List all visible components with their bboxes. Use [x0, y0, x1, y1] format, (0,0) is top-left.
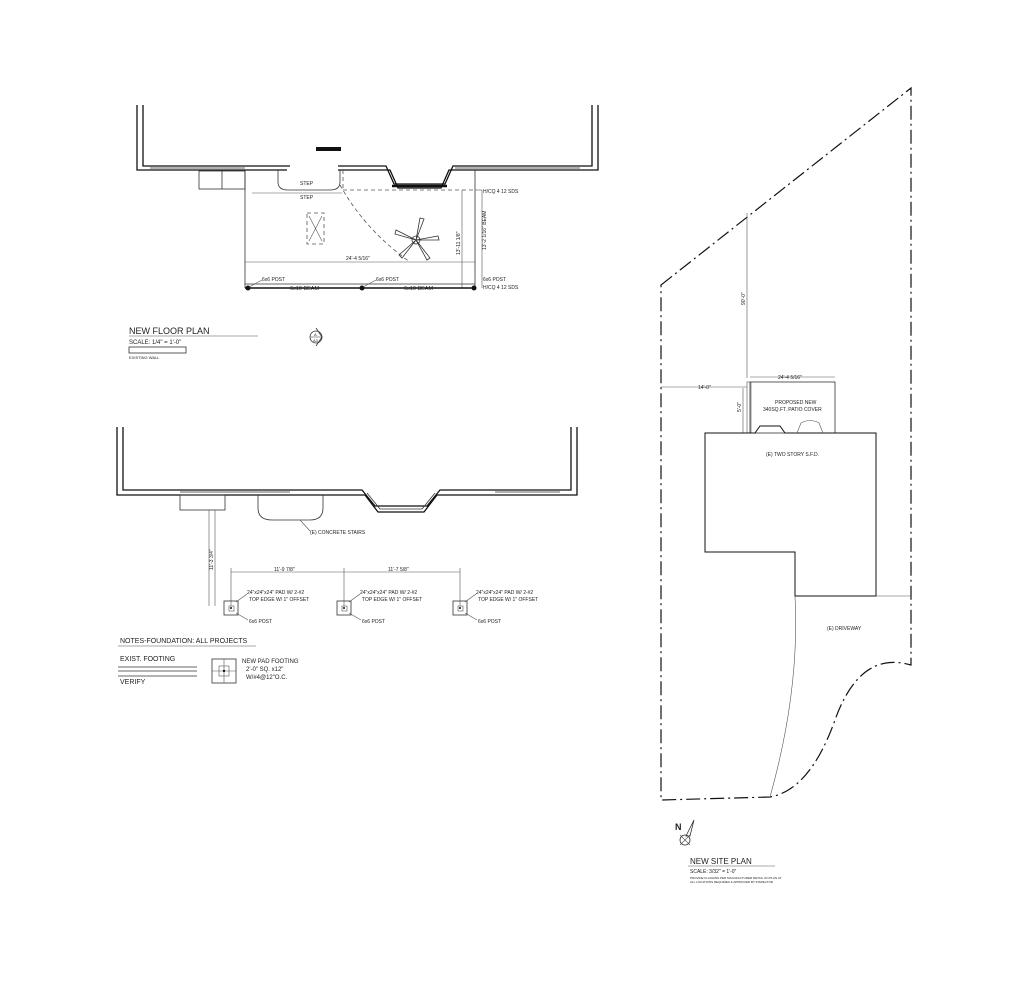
patio-outline — [244, 170, 476, 288]
site-plan: 90'-0" 14'-0" 5'-0" 24'-4 5/16" PROPOSED… — [660, 86, 912, 884]
setback-dimensions: 90'-0" 14'-0" 5'-0" 24'-4 5/16" — [661, 213, 835, 433]
patio-width-label: 24'-4 5/16" — [778, 375, 802, 381]
concrete-stairs-label: (E) CONCRETE STAIRS — [310, 530, 366, 536]
proposed-label-2: 340SQ.FT. PATIO COVER — [763, 407, 822, 413]
existing-wall-legend — [128, 346, 187, 354]
floor-plan-scale: SCALE: 1/4" = 1'-0" — [129, 340, 181, 346]
section-marker: A A3 — [309, 327, 323, 347]
setback-side-label: 14'-0" — [698, 385, 711, 391]
footing-1-post: 6x6 POST — [249, 619, 272, 625]
notes-title: NOTES-FOUNDATION: ALL PROJECTS — [120, 638, 248, 645]
post-right-label: 6x6 POST — [483, 277, 506, 283]
foundation-notes: NOTES-FOUNDATION: ALL PROJECTS EXIST. FO… — [118, 638, 299, 686]
foundation-equipment — [179, 494, 226, 511]
footing-1-label: 24"x24"x24" PAD W/ 2-#2 — [247, 590, 304, 596]
footing-2-label: 24"x24"x24" PAD W/ 2-#2 — [360, 590, 417, 596]
depth-dimensions: 13'-11 1/8" 13'-2 1/16" BEAM — [456, 190, 488, 288]
setback-small-label: 5'-0" — [737, 402, 743, 412]
step-label-upper: STEP — [300, 181, 314, 187]
floor-plan-title: NEW FLOOR PLAN — [129, 326, 210, 336]
beam-right-label: 6x10 BEAM — [404, 286, 433, 292]
new-pad-label-2: 2'-0" SQ. x12" — [246, 667, 283, 673]
footing-2-post: 6x6 POST — [362, 619, 385, 625]
overall-dim-label: 24'-4 5/16" — [346, 256, 370, 262]
site-plan-title: NEW SITE PLAN — [690, 857, 752, 866]
step-label-lower: STEP — [300, 195, 314, 201]
post-mid-marker — [359, 285, 365, 291]
skylight — [306, 212, 325, 245]
depth-dim-1: 13'-11 1/8" — [456, 231, 462, 255]
verify-label: VERIFY — [120, 679, 146, 686]
floor-plan: STEP STEP — [128, 105, 599, 360]
offset-dim-label: 11'-3 3/4" — [209, 549, 215, 570]
overall-dimension: 24'-4 5/16" — [244, 256, 476, 266]
setback-top-label: 90'-0" — [741, 292, 747, 305]
connector-top: H/CQ 4 12 SDS — [483, 189, 519, 195]
site-plan-note-2: ALL LOCATIONS REQUIRED & APPROVED BY INS… — [690, 880, 774, 884]
existing-house-wall — [136, 105, 599, 189]
beam-left-label: 6x10 BEAM — [290, 286, 319, 292]
existing-wall-legend-label: EXISTING WALL — [129, 355, 160, 360]
post-left-label: 6x6 POST — [262, 277, 285, 283]
post-right-marker — [471, 285, 477, 291]
section-marker-bottom: A3 — [313, 338, 319, 343]
offset-dimension: 11'-3 3/4" — [208, 510, 216, 606]
new-pad-footing-symbol — [211, 658, 237, 684]
footing-2: 24"x24"x24" PAD W/ 2-#2 TOP EDGE W/ 1" O… — [336, 590, 422, 625]
site-plan-note-1: PROVIDE FLASHING PER MANUFACTURER DETAIL… — [690, 876, 782, 880]
post-mid-label: 6x6 POST — [376, 277, 399, 283]
proposed-label-1: PROPOSED NEW — [775, 400, 817, 406]
section-marker-top: A — [314, 332, 317, 337]
foundation-house-wall — [116, 427, 578, 513]
north-label: N — [675, 822, 682, 832]
footing-3-label: 24"x24"x24" PAD W/ 2-#2 — [476, 590, 533, 596]
existing-house-footprint: (E) TWO STORY S.F.D. — [704, 420, 877, 597]
foundation-plan: (E) CONCRETE STAIRS 11'-3 3/4" 11'-9 7/8… — [116, 427, 578, 625]
ceiling-fan-icon — [394, 217, 440, 261]
concrete-stairs: (E) CONCRETE STAIRS — [257, 495, 366, 536]
connector-bottom: H/CQ 4 12 SDS — [483, 285, 519, 291]
property-line — [660, 86, 912, 801]
exist-footing-label: EXIST. FOOTING — [120, 656, 175, 663]
depth-dim-2: 13'-2 1/16" BEAM — [482, 211, 488, 250]
site-plan-scale: SCALE: 3/32" = 1'-0" — [690, 869, 737, 875]
new-pad-label-3: W/#4@12"O.C. — [246, 675, 288, 681]
door-marker — [316, 147, 341, 151]
driveway: (E) DRIVEWAY — [769, 595, 911, 798]
footing-3: 24"x24"x24" PAD W/ 2-#2 TOP EDGE W/ 1" O… — [452, 590, 538, 625]
post-left-marker — [245, 285, 251, 291]
steps: STEP STEP — [252, 170, 342, 201]
footing-1: 24"x24"x24" PAD W/ 2-#2 TOP EDGE W/ 1" O… — [223, 590, 309, 625]
span-dimensions: 11'-9 7/8" 11'-7 5/8" — [230, 567, 461, 606]
house-label: (E) TWO STORY S.F.D. — [766, 452, 819, 458]
footing-1-label-b: TOP EDGE W/ 1" OFFSET — [249, 597, 309, 603]
span-dim-1: 11'-9 7/8" — [274, 567, 295, 573]
beam-line: 6x6 POST 6x6 POST 6x6 POST 6x10 BEAM 6x1… — [245, 277, 506, 292]
footing-3-post: 6x6 POST — [478, 619, 501, 625]
new-pad-label-1: NEW PAD FOOTING — [242, 659, 299, 665]
north-arrow-icon: N — [675, 819, 695, 846]
proposed-patio-cover: PROPOSED NEW 340SQ.FT. PATIO COVER — [746, 381, 836, 434]
driveway-label: (E) DRIVEWAY — [827, 626, 862, 632]
footing-3-label-b: TOP EDGE W/ 1" OFFSET — [478, 597, 538, 603]
span-dim-2: 11'-7 5/8" — [388, 567, 409, 573]
footing-2-label-b: TOP EDGE W/ 1" OFFSET — [362, 597, 422, 603]
